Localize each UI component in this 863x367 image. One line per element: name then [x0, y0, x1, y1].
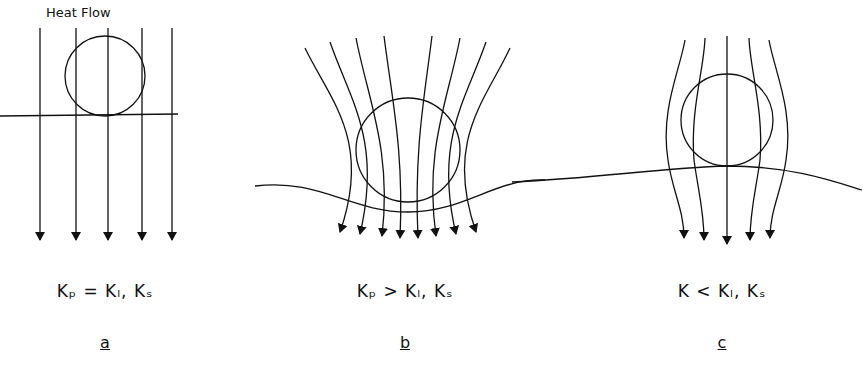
panel-letter: b	[400, 334, 410, 352]
heat-flow-label: Heat Flow	[46, 6, 111, 20]
interface-line	[0, 114, 178, 116]
particle-circle	[65, 36, 145, 116]
interface-line	[512, 166, 862, 190]
particle-circle	[356, 98, 460, 202]
conductivity-formula: Kₚ = Kₗ, Kₛ	[57, 282, 154, 301]
conductivity-formula: K < Kₗ, Kₛ	[678, 282, 766, 301]
panel-letter: a	[100, 334, 110, 352]
conductivity-formula: Kₚ > Kₗ, Kₛ	[357, 282, 454, 301]
panel-letter: c	[718, 334, 727, 352]
